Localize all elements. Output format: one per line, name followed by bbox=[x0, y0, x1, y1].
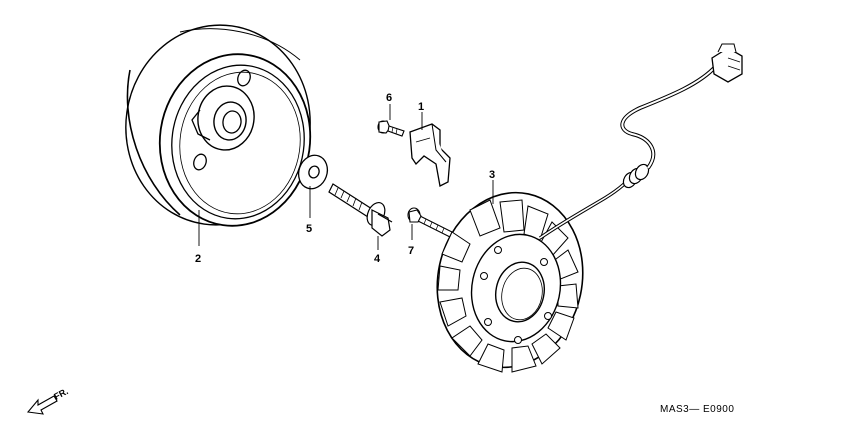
front-direction-arrow-icon bbox=[26, 395, 58, 415]
callout-2: 2 bbox=[195, 253, 201, 265]
small-bolt bbox=[407, 207, 453, 238]
callout-3: 3 bbox=[489, 169, 495, 181]
stator-assembly bbox=[436, 43, 743, 373]
front-label: FR. bbox=[52, 386, 69, 402]
washer bbox=[297, 154, 329, 190]
flange-bolt bbox=[328, 183, 393, 237]
callout-4: 4 bbox=[374, 253, 381, 265]
flywheel-rotor bbox=[125, 24, 312, 227]
callout-7: 7 bbox=[408, 245, 414, 257]
wire-clamp bbox=[409, 123, 451, 187]
callout-1: 1 bbox=[418, 101, 424, 113]
leader-lines bbox=[198, 104, 494, 250]
small-screw bbox=[377, 120, 405, 137]
diagram-code: MAS3— E0900 bbox=[660, 404, 734, 415]
callout-5: 5 bbox=[306, 223, 312, 235]
callout-6: 6 bbox=[386, 92, 392, 104]
